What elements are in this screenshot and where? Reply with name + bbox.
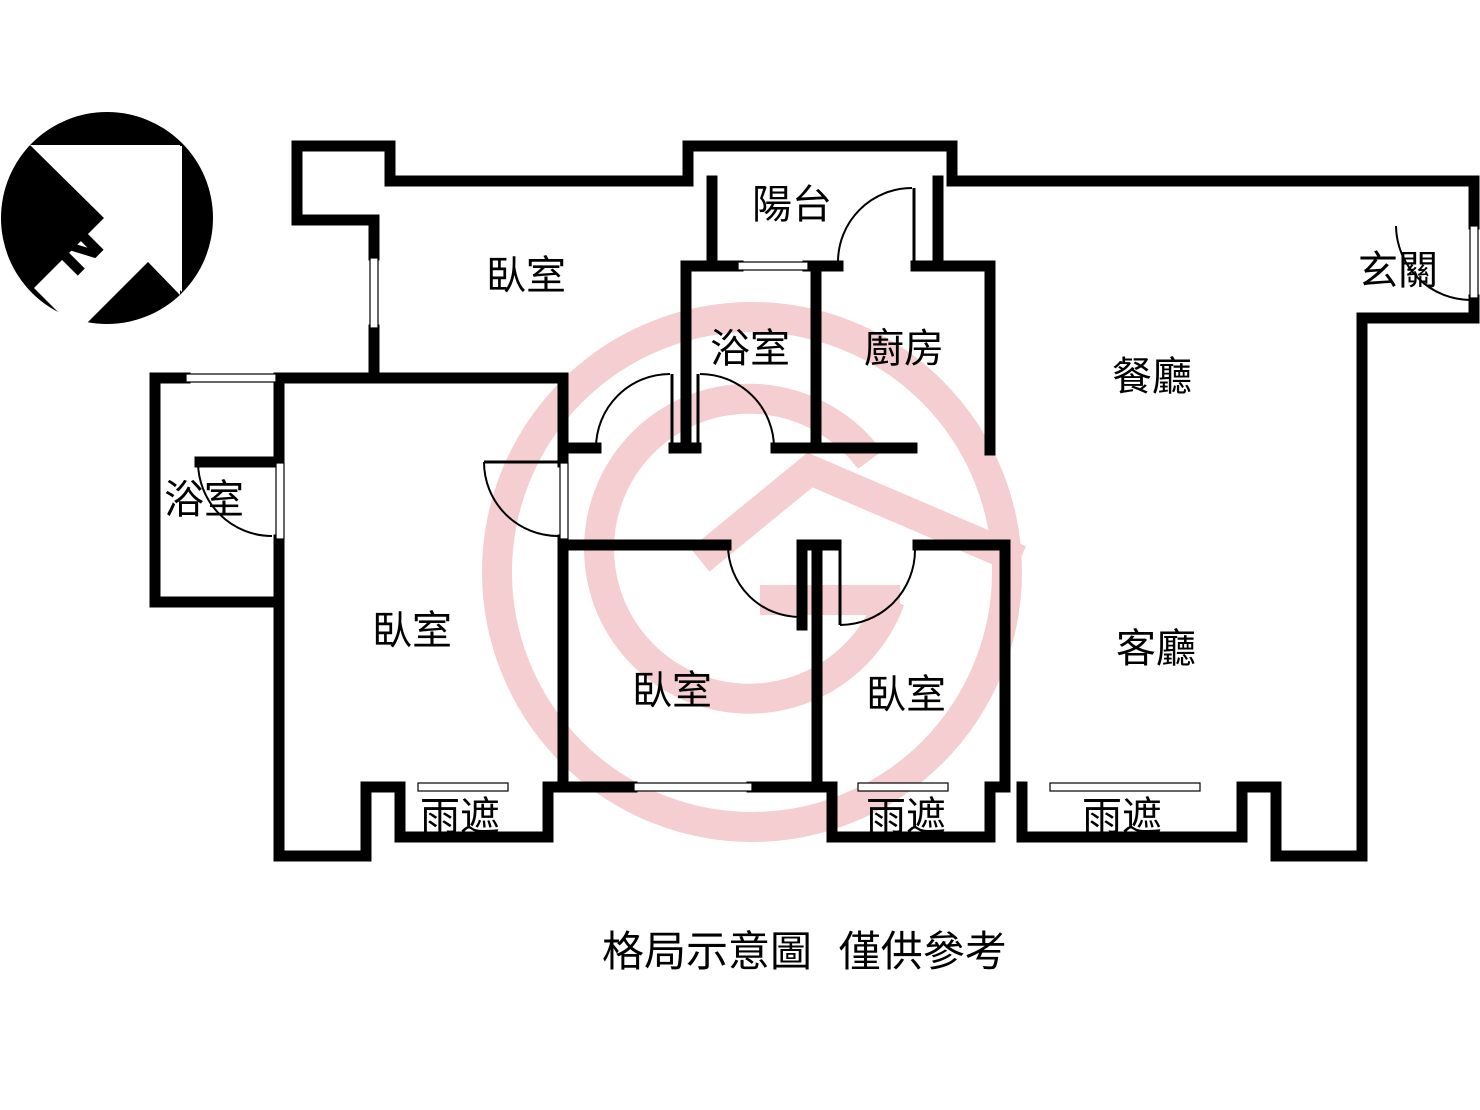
room-labels: 陽台 臥室 浴室 廚房 玄關 餐廳 浴室 臥室 臥室 臥室 客廳 雨遮 雨遮 雨… <box>164 182 1438 840</box>
windows <box>185 225 1479 792</box>
room-label-dining: 餐廳 <box>1112 354 1192 400</box>
door-swings <box>197 187 1472 626</box>
room-label-bedroom-small: 臥室 <box>866 672 946 718</box>
room-label-canopy-1: 雨遮 <box>420 794 500 840</box>
plan-caption: 格局示意圖 僅供參考 <box>602 927 1007 976</box>
room-label-living: 客廳 <box>1116 626 1196 672</box>
room-label-bedroom-mid: 臥室 <box>632 668 712 714</box>
watermark-logo-icon <box>482 302 1026 842</box>
room-label-bathroom-left: 浴室 <box>164 477 244 523</box>
room-label-bedroom-master: 臥室 <box>372 608 452 654</box>
room-label-canopy-3: 雨遮 <box>1082 794 1162 840</box>
room-label-entrance: 玄關 <box>1358 248 1438 294</box>
room-label-balcony: 陽台 <box>752 182 832 228</box>
room-label-bedroom-top: 臥室 <box>486 253 566 299</box>
room-label-canopy-2: 雨遮 <box>866 794 946 840</box>
walls <box>149 140 1480 862</box>
room-label-kitchen: 廚房 <box>864 326 944 372</box>
north-arrow-icon: N <box>1 112 213 330</box>
room-label-bathroom-center: 浴室 <box>710 326 790 372</box>
